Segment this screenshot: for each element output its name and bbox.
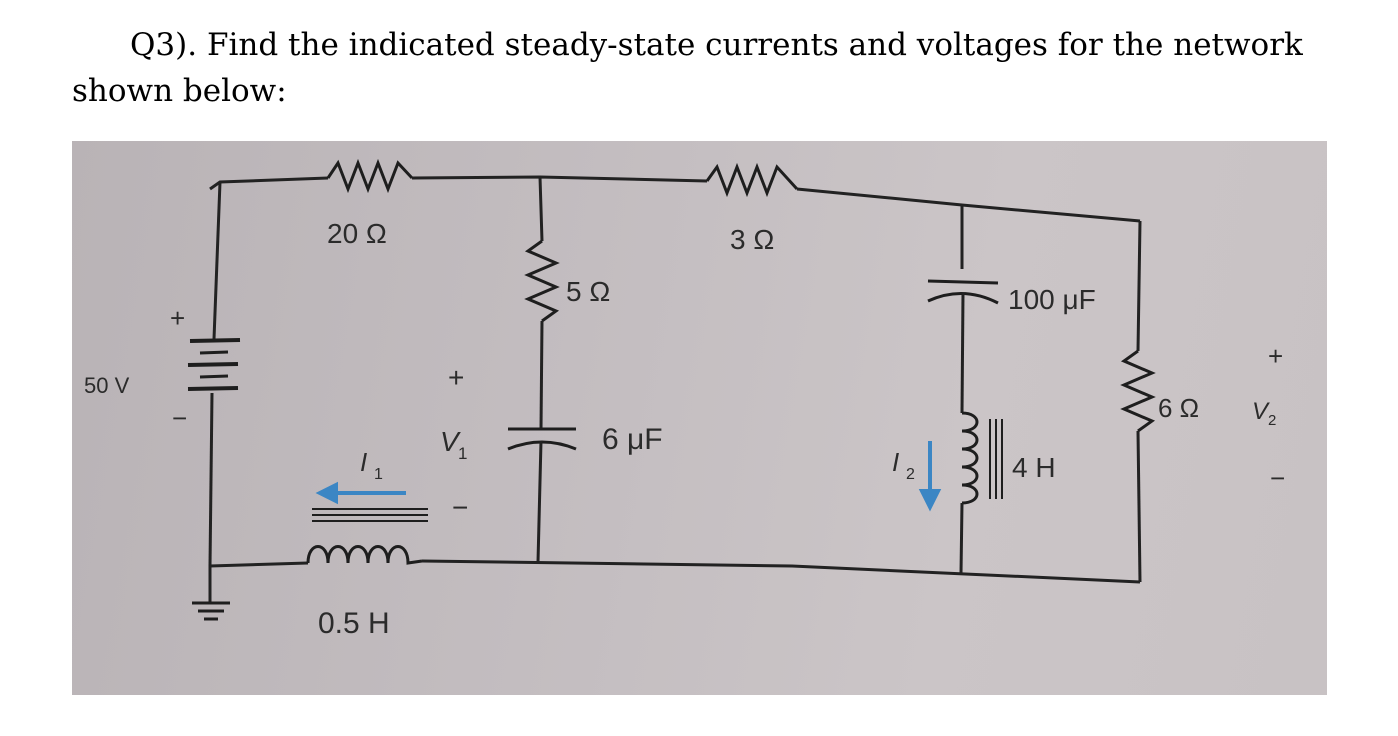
top-wire-right	[796, 187, 1141, 223]
top-wire-left	[209, 176, 329, 191]
resistor-20-label: 20 Ω	[327, 218, 387, 249]
left-wire-bottom	[208, 392, 214, 567]
current-i1-subscript: 1	[374, 466, 383, 483]
inductor-4h-icon	[961, 411, 979, 505]
current-i1-arrow-icon	[315, 481, 406, 505]
capacitor-6-label: 6 μF	[602, 423, 663, 456]
bottom-wire-right	[421, 559, 1141, 584]
resistor-3-label: 3 Ω	[730, 224, 774, 255]
inductor-05h-label: 0.5 H	[318, 607, 390, 640]
mid-branch-top-wire	[538, 176, 544, 242]
source-voltage-label: 50 V	[84, 373, 130, 398]
resistor-6-icon	[1120, 349, 1156, 433]
capacitor-100-label: 100 μF	[1008, 284, 1096, 315]
mid-branch-bottom-wire	[536, 440, 543, 563]
top-wire-mid	[411, 175, 708, 183]
mid-branch-wire	[539, 320, 544, 430]
v1-label: V	[440, 426, 461, 457]
v1-subscript: 1	[458, 444, 467, 463]
resistor-6-label: 6 Ω	[1158, 393, 1199, 423]
circuit-diagram: + − 50 V 20 Ω 5 Ω 6 μF 3 Ω 100 μF 4 H I …	[84, 158, 1285, 640]
circuit-photo: + − 50 V 20 Ω 5 Ω 6 μF 3 Ω 100 μF 4 H I …	[72, 141, 1327, 695]
inductor-05h-icon	[306, 545, 423, 565]
right-wire-bottom	[1136, 430, 1142, 583]
right-wire-top	[1136, 220, 1142, 352]
resistor-3-icon	[705, 162, 799, 198]
question-text: Q3). Find the indicated steady-state cur…	[72, 22, 1332, 114]
right-branch-mid-wire	[960, 292, 965, 414]
bottom-wire	[209, 561, 309, 568]
v1-plus-label: +	[448, 362, 464, 393]
right-branch-bottom-wire	[959, 502, 964, 574]
inductor-4h-core-icon	[989, 419, 1003, 499]
question-line-1: Q3). Find the indicated steady-state cur…	[130, 27, 1303, 63]
v1-minus-label: −	[452, 492, 468, 523]
v2-subscript: 2	[1268, 412, 1276, 429]
inductor-05h-core-icon	[312, 508, 428, 522]
current-i2-subscript: 2	[906, 466, 915, 483]
v2-plus-label: +	[1268, 341, 1283, 371]
v2-label: V	[1252, 398, 1270, 425]
battery-plus-label: +	[170, 303, 185, 333]
left-wire-top	[212, 181, 222, 340]
resistor-5-label: 5 Ω	[566, 276, 610, 307]
resistor-20-icon	[326, 158, 414, 194]
current-i2-arrow-icon	[918, 441, 942, 512]
question-line-2: shown below:	[72, 73, 287, 109]
current-i1-label: I	[360, 447, 367, 477]
inductor-4h-label: 4 H	[1012, 452, 1056, 483]
v2-minus-label: −	[1270, 463, 1285, 493]
ground-icon	[192, 601, 230, 621]
battery-minus-label: −	[172, 403, 187, 433]
resistor-5-icon	[524, 239, 560, 323]
battery-icon	[187, 338, 241, 391]
current-i2-label: I	[892, 447, 899, 477]
